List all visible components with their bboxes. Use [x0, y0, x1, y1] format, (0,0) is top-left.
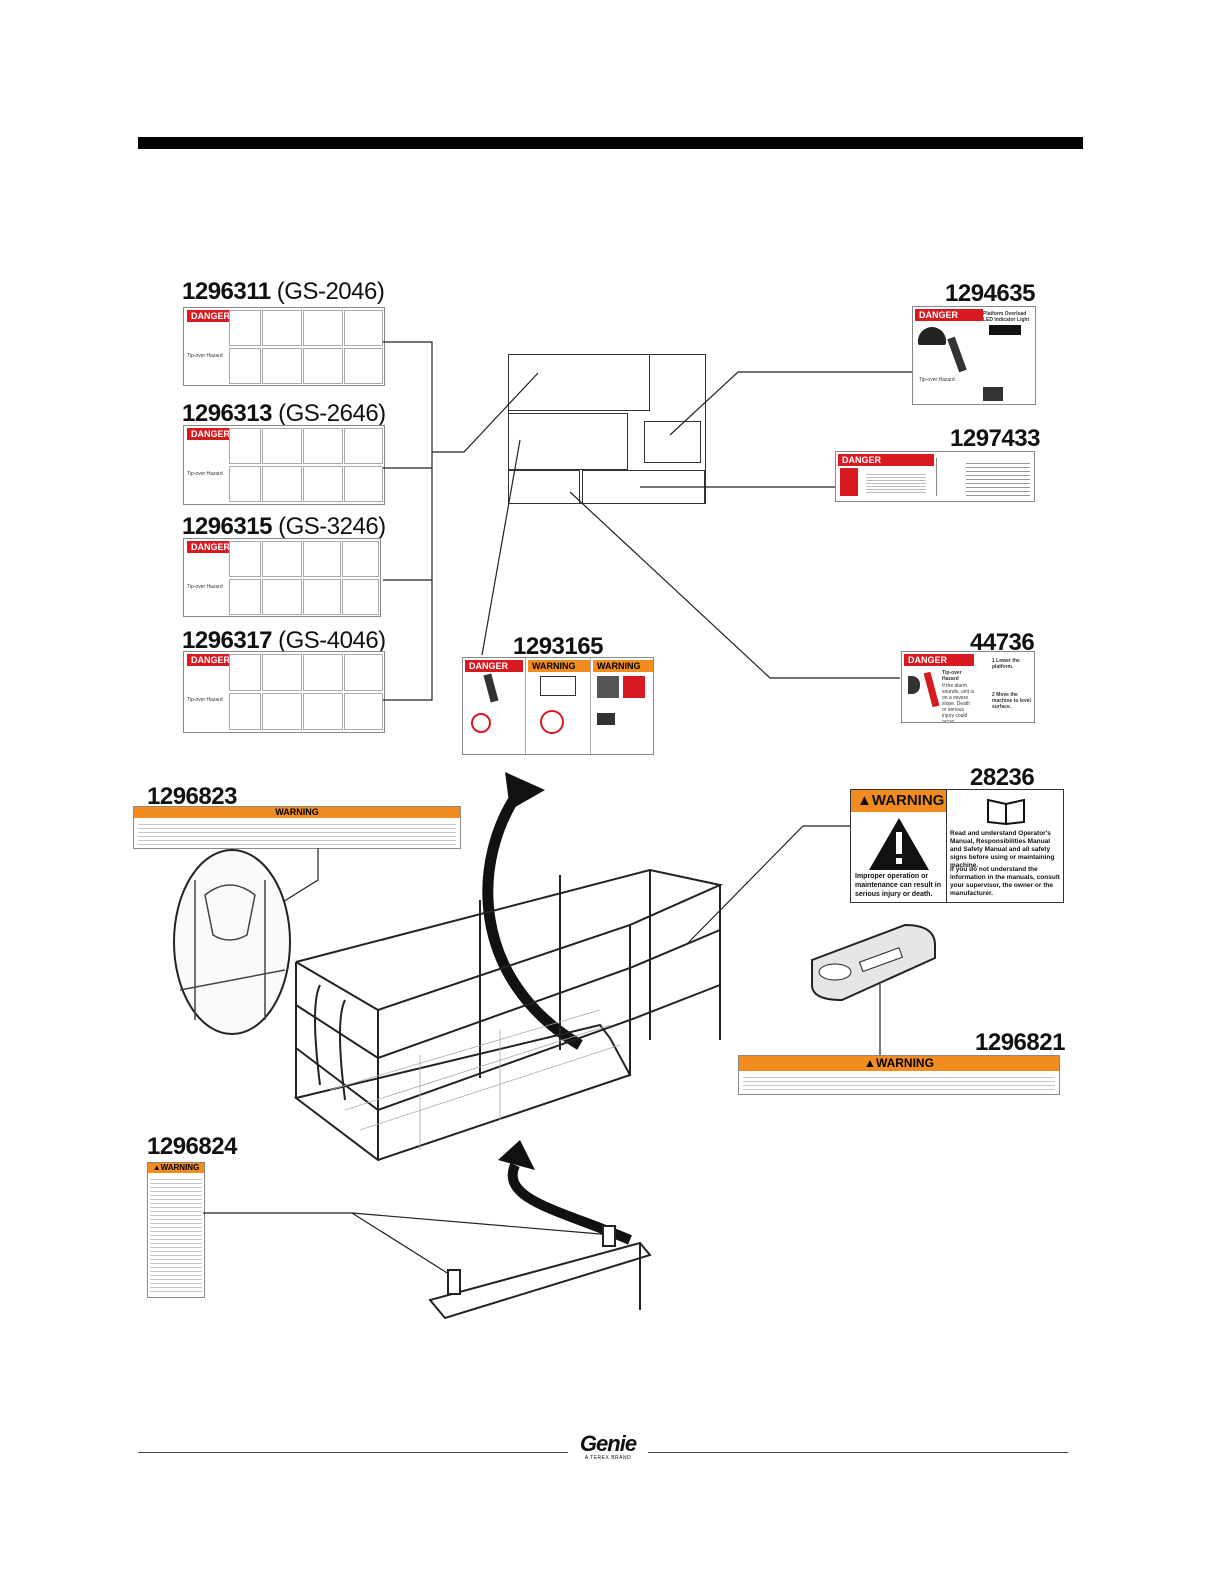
step-2: 2 Move the machine to level surface.: [992, 692, 1031, 710]
exclamation-icon: [869, 818, 929, 870]
prohibited-icon: [540, 710, 564, 734]
tipover-caption: Tip-over Hazard: [187, 471, 223, 477]
warning-text-right-2: If you do not understand the information…: [950, 866, 1060, 897]
overload-caption: Platform Overload LED Indicator Light: [983, 311, 1030, 323]
part-number: 1296313: [182, 400, 272, 427]
danger-header: DANGER: [465, 660, 523, 672]
part-label-1296311: 1296311 (GS-2046): [182, 278, 385, 305]
part-label-1296823: 1296823: [147, 783, 237, 810]
part-label-1296315: 1296315 (GS-3246): [182, 514, 386, 540]
crush-icon: [597, 676, 619, 698]
part-number: 1296311: [182, 278, 271, 305]
part-number: 1296315: [182, 513, 272, 540]
warning-header: WARNING: [528, 660, 590, 672]
tipover-caption: Tip-over Hazard: [187, 353, 223, 359]
model-name: (GS-3246): [278, 513, 386, 540]
tipover-caption: Tip-over Hazard: [187, 697, 223, 703]
warning-header: ▲WARNING: [148, 1163, 204, 1173]
logo-sub: A TEREX BRAND: [584, 1455, 632, 1461]
decal-1293165: DANGER WARNING WARNING: [462, 657, 654, 755]
lift-icon: [936, 458, 959, 496]
header-rule: [138, 137, 1083, 149]
fine-print: [138, 821, 456, 845]
led-display: [989, 325, 1021, 335]
decal-1296315: DANGER Tip-over Hazard: [183, 538, 381, 617]
danger-header: DANGER: [187, 428, 235, 440]
warning-header: ▲WARNING: [739, 1056, 1059, 1071]
warning-header: WARNING: [134, 807, 460, 818]
warning-text-left: Improper operation or maintenance can re…: [855, 873, 941, 898]
danger-header: DANGER: [915, 309, 983, 321]
machine-icon: [597, 713, 615, 725]
part-label-28236: 28236: [970, 764, 1035, 791]
part-label-1296824: 1296824: [147, 1133, 237, 1160]
decal-28236: ▲WARNING Improper operation or maintenan…: [850, 789, 1064, 903]
prohibited-icon: [471, 713, 491, 733]
decal-location-diagram: [508, 354, 706, 504]
logo-name: Genie: [579, 1431, 637, 1456]
danger-header: DANGER: [904, 654, 974, 666]
hazard-icon: [840, 468, 858, 496]
hand-icon: [623, 676, 645, 698]
model-name: (GS-4046): [278, 627, 386, 654]
warning-header: ▲WARNING: [857, 792, 945, 809]
part-number: 1296317: [182, 627, 272, 654]
button-icon: [983, 387, 1003, 401]
decal-1296311: DANGER Tip-over Hazard: [183, 307, 385, 386]
genie-logo: Genie A TEREX BRAND: [568, 1433, 648, 1469]
tipover-caption: Tip-over Hazard: [942, 670, 962, 682]
model-name: (GS-2646): [278, 400, 386, 427]
part-label-1296821: 1296821: [975, 1029, 1065, 1056]
danger-header: DANGER: [838, 454, 934, 466]
decal-1294635: DANGER Tip-over Hazard Platform Overload…: [912, 306, 1036, 405]
part-label-1293165: 1293165: [513, 633, 603, 660]
hazard-text: [866, 472, 926, 494]
decal-1296317: DANGER Tip-over Hazard: [183, 651, 385, 733]
danger-header: DANGER: [187, 541, 235, 553]
decal-1297433: DANGER: [835, 451, 1035, 502]
part-label-1296317: 1296317 (GS-4046): [182, 628, 386, 654]
warning-header: WARNING: [593, 660, 653, 672]
fine-print: [743, 1074, 1055, 1092]
decal-1296821: ▲WARNING: [738, 1055, 1060, 1095]
part-label-1296313: 1296313 (GS-2646): [182, 401, 386, 427]
part-label-1297433: 1297433: [950, 425, 1040, 452]
spec-table: [966, 460, 1030, 496]
danger-header: DANGER: [187, 654, 235, 666]
tipover-caption: Tip-over Hazard: [187, 584, 223, 590]
decal-1296824: ▲WARNING: [147, 1162, 205, 1298]
manual-icon: [987, 798, 1025, 826]
tipover-caption: Tip-over Hazard: [919, 377, 955, 383]
part-label-1294635: 1294635: [945, 280, 1035, 307]
alarm-caption: If the alarm sounds, unit is on a severe…: [942, 683, 974, 723]
platform-icon: [540, 676, 576, 696]
decal-1296823: WARNING: [133, 806, 461, 849]
model-name: (GS-2046): [276, 278, 385, 305]
decal-44736: DANGER Tip-over Hazard If the alarm soun…: [901, 651, 1035, 723]
fine-print: [150, 1176, 202, 1294]
danger-header: DANGER: [187, 310, 235, 322]
light-icon: [918, 327, 946, 345]
warning-text-right-1: Read and understand Operator's Manual, R…: [950, 830, 1055, 869]
decal-1296313: DANGER Tip-over Hazard: [183, 425, 385, 505]
alarm-icon: [908, 676, 920, 694]
step-1: 1 Lower the platform.: [992, 658, 1020, 670]
